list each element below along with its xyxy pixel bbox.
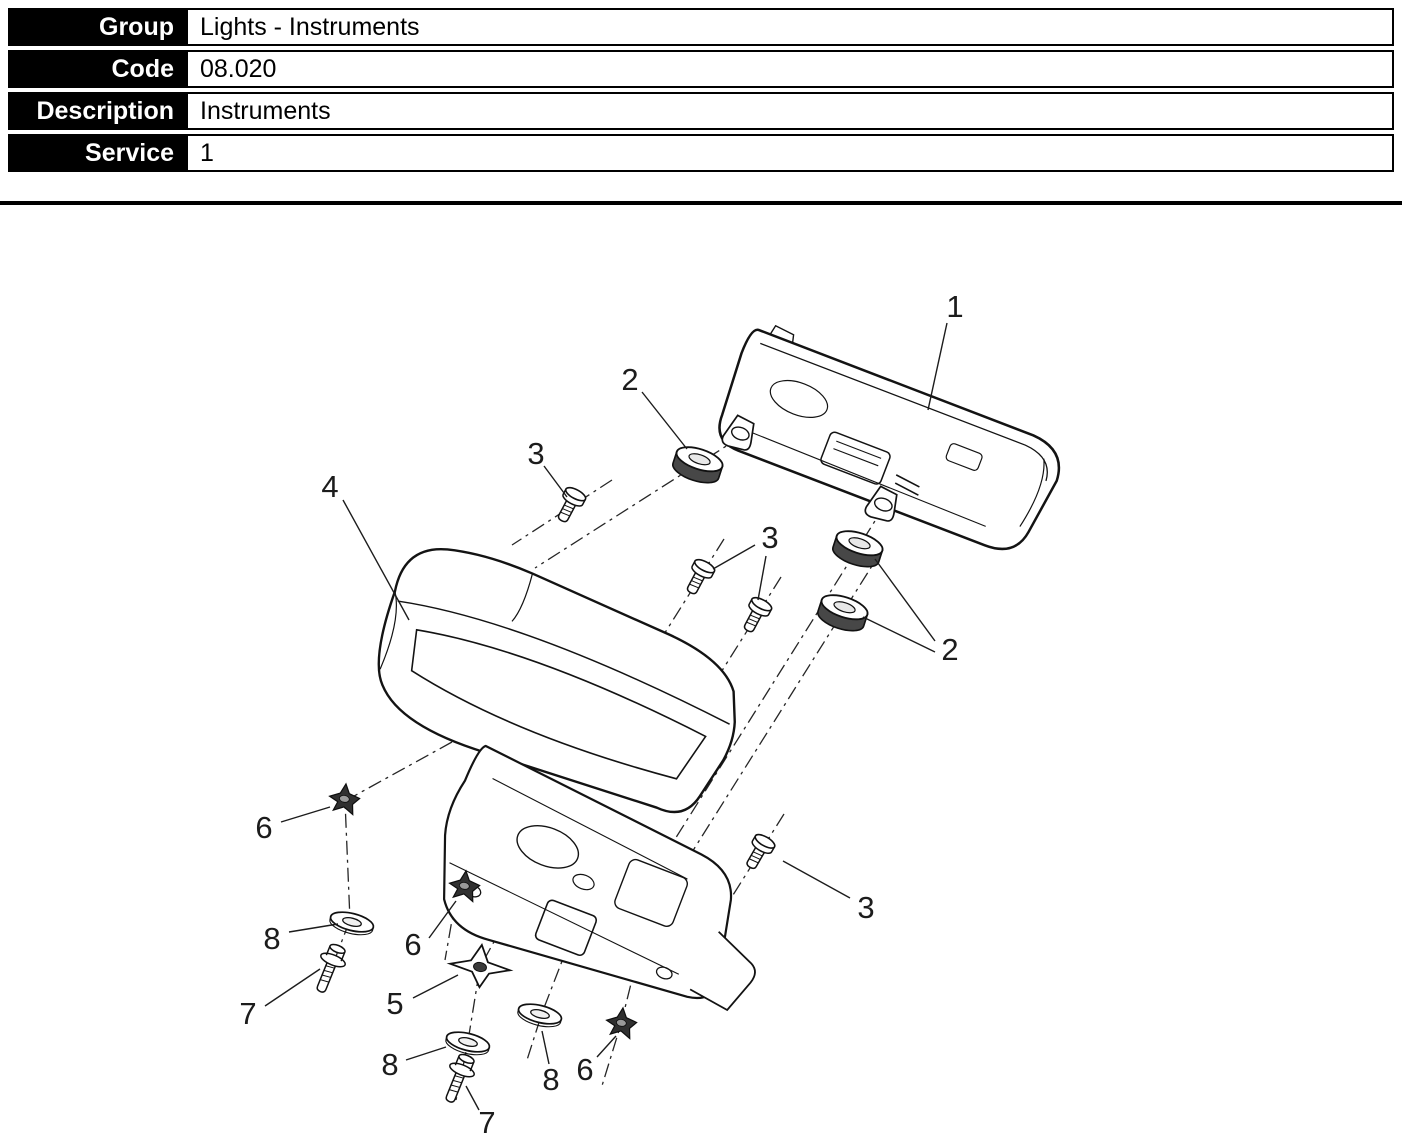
callout-7-left: 7 [239, 996, 256, 1031]
part-8-washer-a [329, 911, 375, 936]
divider-line [0, 201, 1402, 205]
part-2-grommet-b [832, 530, 884, 568]
part-8-washer-b [445, 1031, 491, 1056]
info-row-code: Code 08.020 [8, 50, 1394, 88]
part-3-screw-d [746, 833, 776, 870]
info-row-service: Service 1 [8, 134, 1394, 172]
callout-6-left: 6 [255, 810, 272, 845]
info-table: Group Lights - Instruments Code 08.020 D… [8, 8, 1394, 172]
part-6-clip-a [328, 782, 361, 816]
callout-6-middle: 6 [404, 927, 421, 962]
callouts: 1 2 3 4 3 2 3 6 8 7 6 5 8 7 8 6 [239, 289, 963, 1140]
callout-6-right: 6 [576, 1052, 593, 1087]
mounting-bracket [442, 744, 756, 1012]
callout-2-top: 2 [621, 362, 638, 397]
info-label-code: Code [8, 50, 186, 88]
callout-8-bottom-left: 8 [381, 1047, 398, 1082]
info-value-group: Lights - Instruments [186, 8, 1394, 46]
info-value-service: 1 [186, 134, 1394, 172]
callout-2-right: 2 [941, 632, 958, 667]
info-row-group: Group Lights - Instruments [8, 8, 1394, 46]
part-7-screw-a [316, 943, 346, 993]
info-label-group: Group [8, 8, 186, 46]
info-value-description: Instruments [186, 92, 1394, 130]
callout-3-bottom: 3 [857, 890, 874, 925]
part-2-grommet-c [817, 594, 869, 632]
callout-8-left: 8 [263, 921, 280, 956]
part-3-screw-b [686, 558, 716, 595]
callout-3-left: 3 [527, 436, 544, 471]
info-label-description: Description [8, 92, 186, 130]
callout-8-middle: 8 [542, 1062, 559, 1097]
callout-5: 5 [386, 986, 403, 1021]
part-6-clip-b [448, 869, 481, 903]
callout-4: 4 [321, 469, 338, 504]
callout-7-bottom: 7 [478, 1105, 495, 1140]
part-8-washer-c [517, 1003, 563, 1028]
part-7-screw-b [445, 1053, 475, 1103]
part-2-grommet-a [672, 446, 724, 484]
cluster-mount-lug-right [864, 485, 898, 522]
info-value-code: 08.020 [186, 50, 1394, 88]
callout-1: 1 [946, 289, 963, 324]
leader-lines [264, 322, 948, 1111]
part-5-wing-clip [446, 943, 514, 989]
part-3-screw-a [557, 486, 587, 523]
cluster-mount-lug-left [721, 414, 755, 451]
part-6-clip-c [605, 1006, 638, 1040]
part-3-screw-c [743, 596, 773, 633]
info-row-description: Description Instruments [8, 92, 1394, 130]
part-1-instrument-cluster [718, 324, 1061, 551]
info-label-service: Service [8, 134, 186, 172]
part-4-front-cover [377, 548, 736, 814]
callout-3-middle: 3 [761, 520, 778, 555]
